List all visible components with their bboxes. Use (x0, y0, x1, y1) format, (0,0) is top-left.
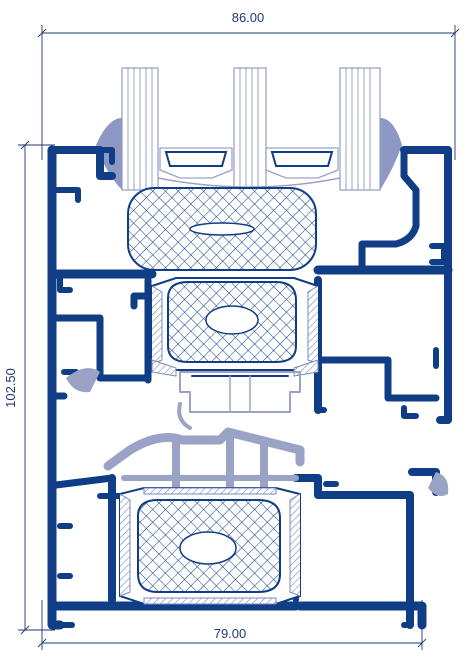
brush-seal-group (96, 67, 402, 191)
gasket-left-mid (66, 368, 100, 393)
dimension-top: 86.00 (37, 10, 460, 160)
insulation-upper-slot (205, 305, 259, 335)
brush-seal-right (339, 67, 381, 191)
insulation-block-top (127, 187, 317, 271)
dimension-left: 102.50 (3, 140, 55, 635)
dimension-top-label: 86.00 (232, 10, 265, 25)
lower-gasket-profile (103, 402, 305, 490)
insulation-lower-slot (179, 531, 237, 565)
thermal-break-lower (119, 487, 301, 605)
dimension-bottom: 79.00 (37, 600, 427, 650)
clip-right-inner (270, 151, 334, 167)
thermal-break-upper (151, 277, 319, 377)
gasket-right-mid (428, 472, 449, 496)
brush-seal-middle (233, 67, 267, 191)
dimension-left-label: 102.50 (3, 368, 18, 408)
dimension-bottom-label: 79.00 (214, 626, 247, 641)
gasket-right-top (380, 118, 402, 190)
insulation-top-slot (189, 222, 255, 236)
brush-seal-left (121, 67, 159, 191)
central-connector (66, 368, 449, 496)
clip-left-inner (164, 151, 228, 167)
